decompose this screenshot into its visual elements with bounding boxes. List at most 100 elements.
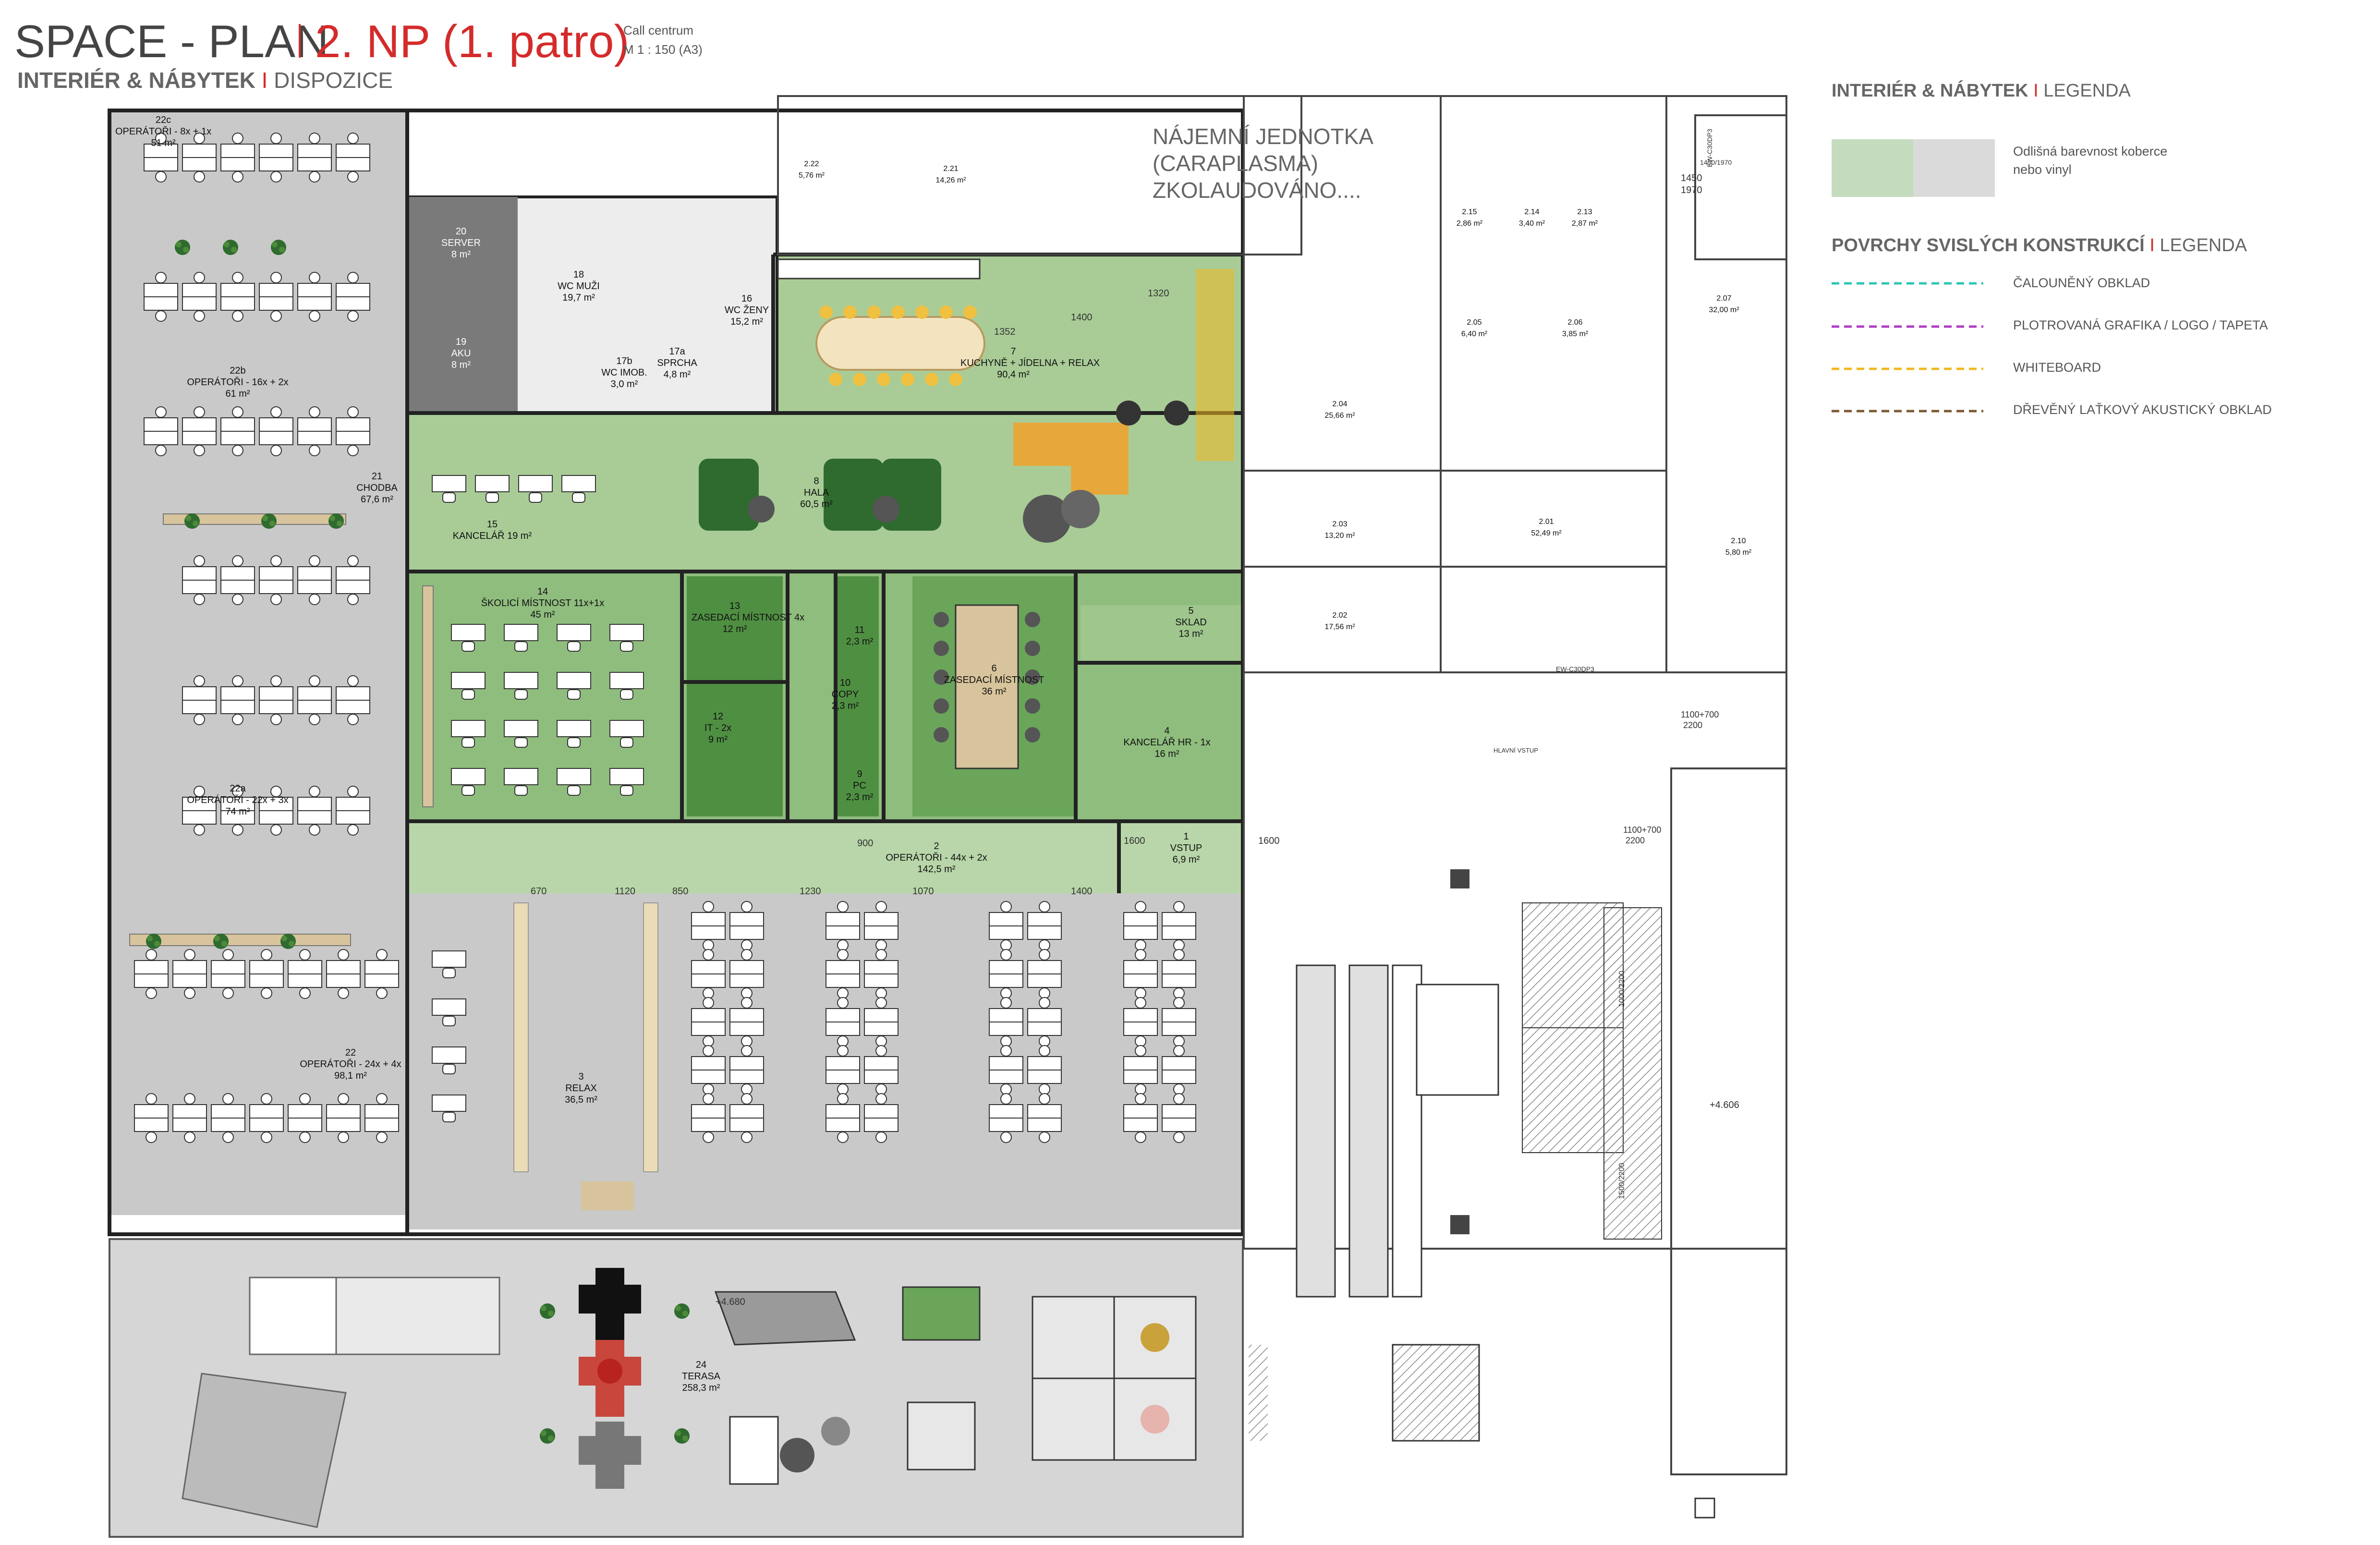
legend-title-surfaces-light: LEGENDA	[2160, 235, 2247, 255]
legend-item-upholstery: ČALOUNĚNÝ OBKLAD	[2013, 276, 2150, 290]
legend-title-separator-2: I	[2149, 235, 2155, 255]
door-dim-v2: 1000/2200	[1617, 971, 1626, 1007]
fire-rating-a: EW-C30DP3	[1556, 665, 1594, 673]
kitchen-furniture	[777, 258, 1234, 543]
dim-900: 900	[857, 838, 874, 849]
dim-850: 850	[672, 886, 689, 897]
east-building-outline	[777, 95, 1787, 1475]
subtitle-separator: I	[255, 68, 274, 93]
legend-graphics	[1832, 139, 1995, 413]
plan-subtitle: INTERIÉR & NÁBYTEK I DISPOZICE	[17, 67, 393, 93]
dim-1400-a: 1400	[1071, 312, 1093, 323]
legend-title-interior: INTERIÉR & NÁBYTEK I LEGENDA	[1832, 81, 2131, 101]
door-dim-v1: 1450/1970	[1700, 158, 1732, 166]
dim-1450: 1450	[1681, 173, 1702, 183]
legend-item-graphics: PLOTROVANÁ GRAFIKA / LOGO / TAPETA	[2013, 318, 2268, 332]
escalators	[1249, 869, 1715, 1519]
south-desk-columns	[432, 901, 1196, 1210]
dim-1320: 1320	[1148, 288, 1169, 299]
south-operator-floor	[407, 893, 1243, 1229]
west-desk-clusters	[129, 133, 399, 1143]
level-4606: +4.606	[1710, 1100, 1739, 1110]
title-separator	[299, 24, 301, 58]
plan-scale: M 1 : 150 (A3)	[623, 42, 703, 57]
dim-1230: 1230	[800, 886, 821, 897]
tenant-unit-label: NÁJEMNÍ JEDNOTKA(CARAPLASMA)ZKOLAUDOVÁNO…	[1153, 124, 1374, 203]
terrace-furniture	[182, 1268, 1197, 1528]
corridor-floor	[407, 821, 1243, 893]
subtitle-light: DISPOZICE	[274, 68, 393, 93]
dim-door-a-height: 2200	[1683, 720, 1703, 730]
meeting-room-table	[934, 604, 1040, 769]
door-dim-v3: 1500/2200	[1617, 1163, 1626, 1199]
legend-carpet-label: Odlišná barevnost koberce nebo vinyl	[2013, 144, 2168, 177]
dim-1070: 1070	[912, 886, 934, 897]
legend-item-whiteboard: WHITEBOARD	[2013, 360, 2101, 375]
legend-title-surfaces-bold: POVRCHY SVISLÝCH KONSTRUKCÍ	[1832, 235, 2145, 255]
dim-1600-b: 1600	[1258, 836, 1280, 846]
project-name: Call centrum	[623, 23, 693, 37]
floor-title: 2. NP (1. patro)	[315, 16, 630, 67]
dim-1352: 1352	[994, 327, 1016, 337]
main-entrance-label: HLAVNÍ VSTUP	[1494, 747, 1538, 754]
dim-1970: 1970	[1681, 185, 1702, 195]
plan-title: SPACE - PLAN	[14, 16, 329, 67]
legend-item-wood-slats: DŘEVĚNÝ LAŤKOVÝ AKUSTICKÝ OBKLAD	[2013, 402, 2272, 417]
dim-1120: 1120	[615, 886, 636, 897]
legend-title-interior-light: LEGENDA	[2043, 81, 2131, 101]
training-room-desks	[422, 585, 644, 807]
legend-title-separator: I	[2033, 81, 2039, 101]
dim-1400-b: 1400	[1071, 886, 1093, 897]
dim-1600-a: 1600	[1124, 836, 1145, 846]
dim-670: 670	[531, 886, 547, 897]
level-4680: +4.680	[716, 1297, 745, 1307]
hall-furniture	[699, 459, 941, 531]
dim-door-b-height: 2200	[1626, 836, 1645, 845]
dim-door-a: 1100+700	[1681, 710, 1719, 719]
subtitle-bold: INTERIÉR & NÁBYTEK	[17, 68, 255, 93]
legend-title-interior-bold: INTERIÉR & NÁBYTEK	[1832, 81, 2028, 101]
